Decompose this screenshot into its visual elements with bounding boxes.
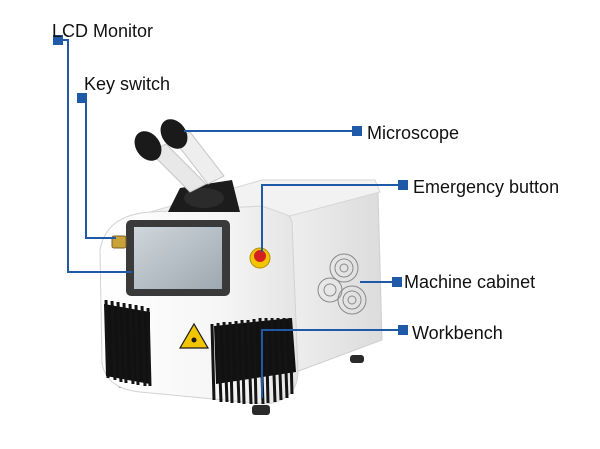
machine-illustration: [99, 119, 383, 415]
fringe-curtain-left: [104, 299, 152, 387]
warning-symbol: [191, 337, 197, 343]
callout-line-emergency-button: [261, 184, 402, 252]
label-machine-cabinet: Machine cabinet: [404, 272, 536, 292]
microscope-stand: [184, 188, 224, 208]
callout-marker-lcd-monitor: [53, 35, 63, 45]
label-emergency-button: Emergency button: [413, 177, 560, 197]
eyepiece-right: [160, 119, 188, 149]
callout-line-workbench: [261, 329, 402, 398]
callout-marker-workbench: [398, 325, 408, 335]
label-microscope: Microscope: [367, 123, 460, 143]
callout-marker-microscope: [352, 126, 362, 136]
machine-foot: [252, 405, 270, 415]
label-lcd-monitor: LCD Monitor: [52, 21, 154, 41]
lcd-screen: [134, 227, 222, 289]
callout-marker-machine-cabinet: [392, 277, 402, 287]
callout-line-key-switch: [82, 97, 116, 239]
label-workbench: Workbench: [412, 323, 503, 343]
label-key-switch: Key switch: [84, 74, 171, 94]
cabinet-vents: [317, 253, 367, 315]
callout-markers: [53, 35, 408, 335]
emergency-button: [254, 250, 266, 262]
laser-warning-sign: [178, 322, 210, 349]
callout-marker-emergency-button: [398, 180, 408, 190]
machine-foot: [350, 355, 364, 363]
callout-marker-key-switch: [77, 93, 87, 103]
eyepiece-left: [134, 131, 162, 161]
